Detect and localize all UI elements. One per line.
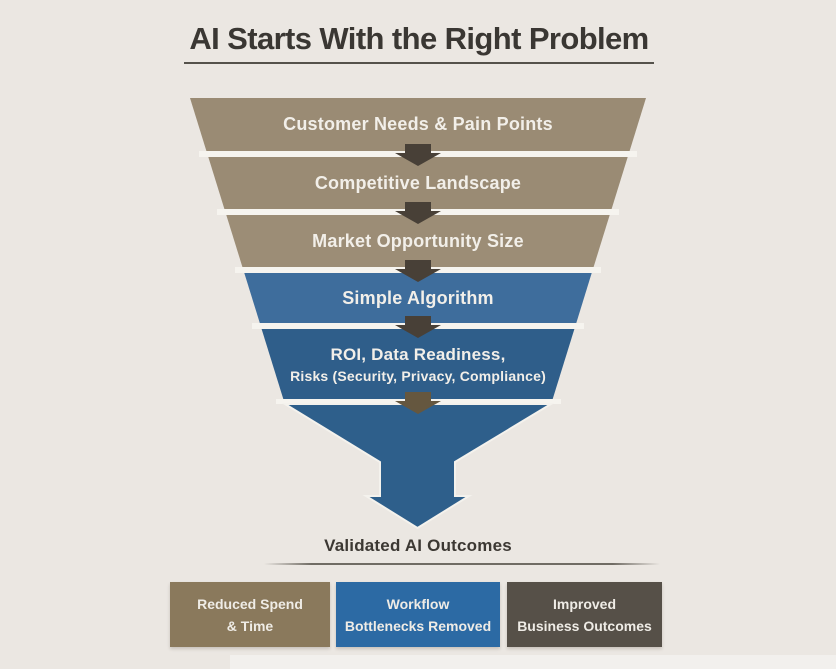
title-underline: [184, 62, 654, 64]
outlet-underline: [264, 563, 660, 565]
down-arrow-icon: [395, 260, 441, 282]
funnel-stage-4-shape: [244, 273, 592, 323]
outcome-card-line: Reduced Spend: [197, 595, 303, 612]
page-title: AI Starts With the Right Problem: [189, 21, 649, 56]
down-arrow-icon: [395, 316, 441, 338]
funnel-spout-arrow: [281, 403, 555, 530]
bottom-strip: [230, 655, 836, 669]
outcome-card-line: Business Outcomes: [517, 617, 652, 634]
funnel-stage-5-shape: [261, 329, 575, 399]
down-arrow-icon: [395, 202, 441, 224]
funnel-stage-2-shape: [208, 157, 628, 209]
outcome-card-improved-outcomes: Improved Business Outcomes: [507, 582, 662, 647]
outcome-card-line: Workflow: [386, 595, 450, 612]
outcome-card-line: Improved: [552, 595, 616, 612]
funnel-stage-3-shape: [226, 215, 610, 267]
outcome-card-workflow: Workflow Bottlenecks Removed: [336, 582, 500, 647]
down-arrow-icon: [395, 144, 441, 166]
outcome-card-reduced-spend: Reduced Spend & Time: [170, 582, 330, 647]
outlet-label: Validated AI Outcomes: [324, 536, 512, 555]
down-arrow-icon: [395, 392, 441, 414]
title-block: AI Starts With the Right Problem: [184, 18, 654, 60]
outcome-card-line: & Time: [226, 617, 274, 634]
outcome-card-line: Bottlenecks Removed: [344, 617, 492, 634]
funnel-stage-1-shape: [190, 98, 646, 151]
